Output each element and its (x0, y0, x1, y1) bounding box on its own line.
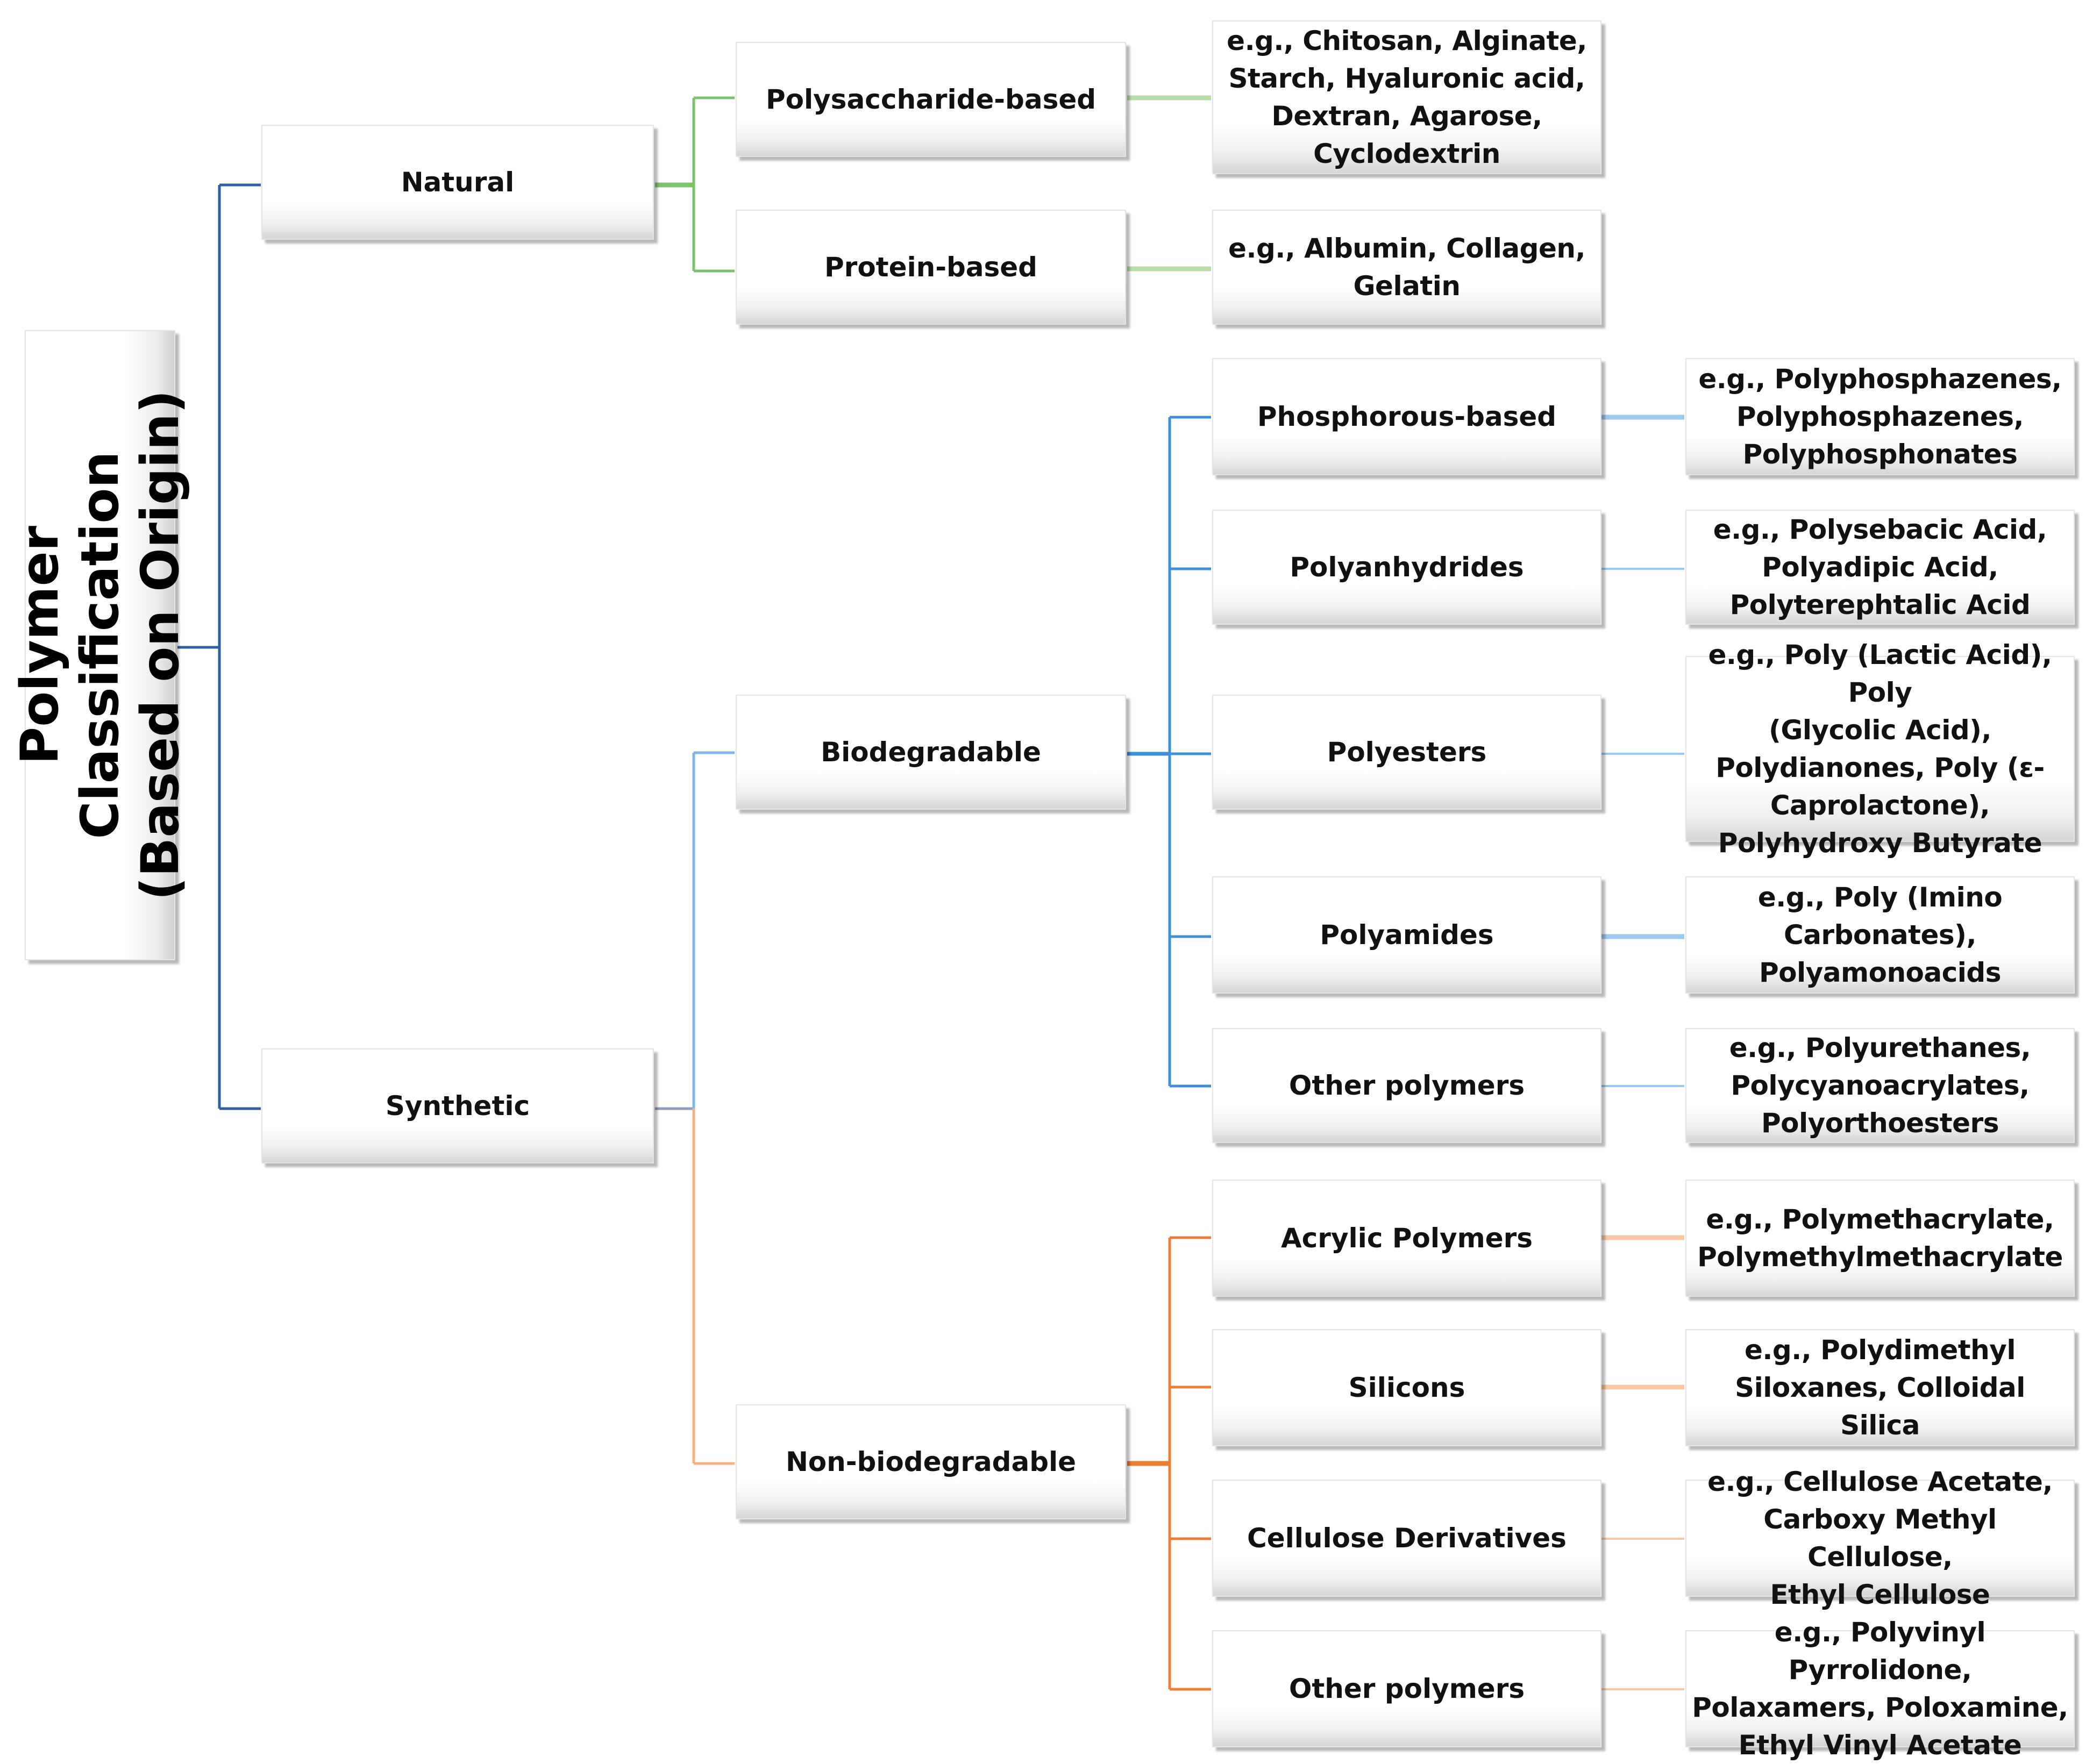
polyamides-node: Polyamides (1212, 876, 1601, 994)
natural-node: Natural (261, 125, 654, 240)
synthetic-node: Synthetic (261, 1048, 654, 1163)
polyanhydrides-examples: e.g., Polysebacic Acid, Polyadipic Acid,… (1685, 510, 2075, 625)
phosphorous-examples: e.g., Polyphosphazenes, Polyphosphazenes… (1685, 358, 2075, 475)
cellulose-derivatives-node: Cellulose Derivatives (1212, 1480, 1601, 1597)
nonbio-other-polymers-node: Other polymers (1212, 1630, 1601, 1747)
polysaccharide-examples: e.g., Chitosan, Alginate, Starch, Hyalur… (1212, 20, 1601, 174)
protein-examples: e.g., Albumin, Collagen, Gelatin (1212, 210, 1601, 325)
silicons-node: Silicons (1212, 1329, 1601, 1446)
biodegradable-leaf-connector (1601, 415, 1684, 1087)
polyesters-node: Polyesters (1212, 695, 1601, 810)
non-biodegradable-node: Non-biodegradable (736, 1404, 1126, 1519)
polyanhydrides-node: Polyanhydrides (1212, 510, 1601, 625)
polysaccharide-node: Polysaccharide-based (736, 42, 1126, 157)
natural-connector (655, 96, 735, 273)
nonbio-other-examples: e.g., Polyvinyl Pyrrolidone, Polaxamers,… (1685, 1617, 2075, 1761)
bio-other-polymers-node: Other polymers (1212, 1028, 1601, 1143)
cellulose-examples: e.g., Cellulose Acetate, Carboxy Methyl … (1685, 1466, 2075, 1610)
bio-other-examples: e.g., Polyurethanes, Polycyanoacrylates,… (1685, 1028, 2075, 1143)
nonbio-connector (1127, 1236, 1211, 1691)
root-connector (177, 183, 261, 1110)
silicons-examples: e.g., Polydimethyl Siloxanes, Colloidal … (1685, 1329, 2075, 1446)
root-node: Polymer Classification (Based on Origin) (10, 330, 190, 960)
nonbio-leaf-connector (1601, 1235, 1684, 1690)
biodegradable-node: Biodegradable (736, 695, 1126, 810)
polyamides-examples: e.g., Poly (Imino Carbonates), Polyamono… (1685, 876, 2075, 994)
polyesters-examples: e.g., Poly (Lactic Acid), Poly (Glycolic… (1685, 639, 2075, 859)
phosphorous-based-node: Phosphorous-based (1212, 358, 1601, 475)
root-title: Polymer Classification (Based on Origin) (10, 390, 190, 901)
biodegradable-connector (1127, 416, 1211, 1088)
acrylic-examples: e.g., Polymethacrylate, Polymethylmethac… (1685, 1180, 2075, 1297)
natural-leaf-connector (1127, 95, 1211, 272)
acrylic-polymers-node: Acrylic Polymers (1212, 1180, 1601, 1297)
protein-node: Protein-based (736, 210, 1126, 325)
synthetic-connector (655, 751, 735, 1465)
